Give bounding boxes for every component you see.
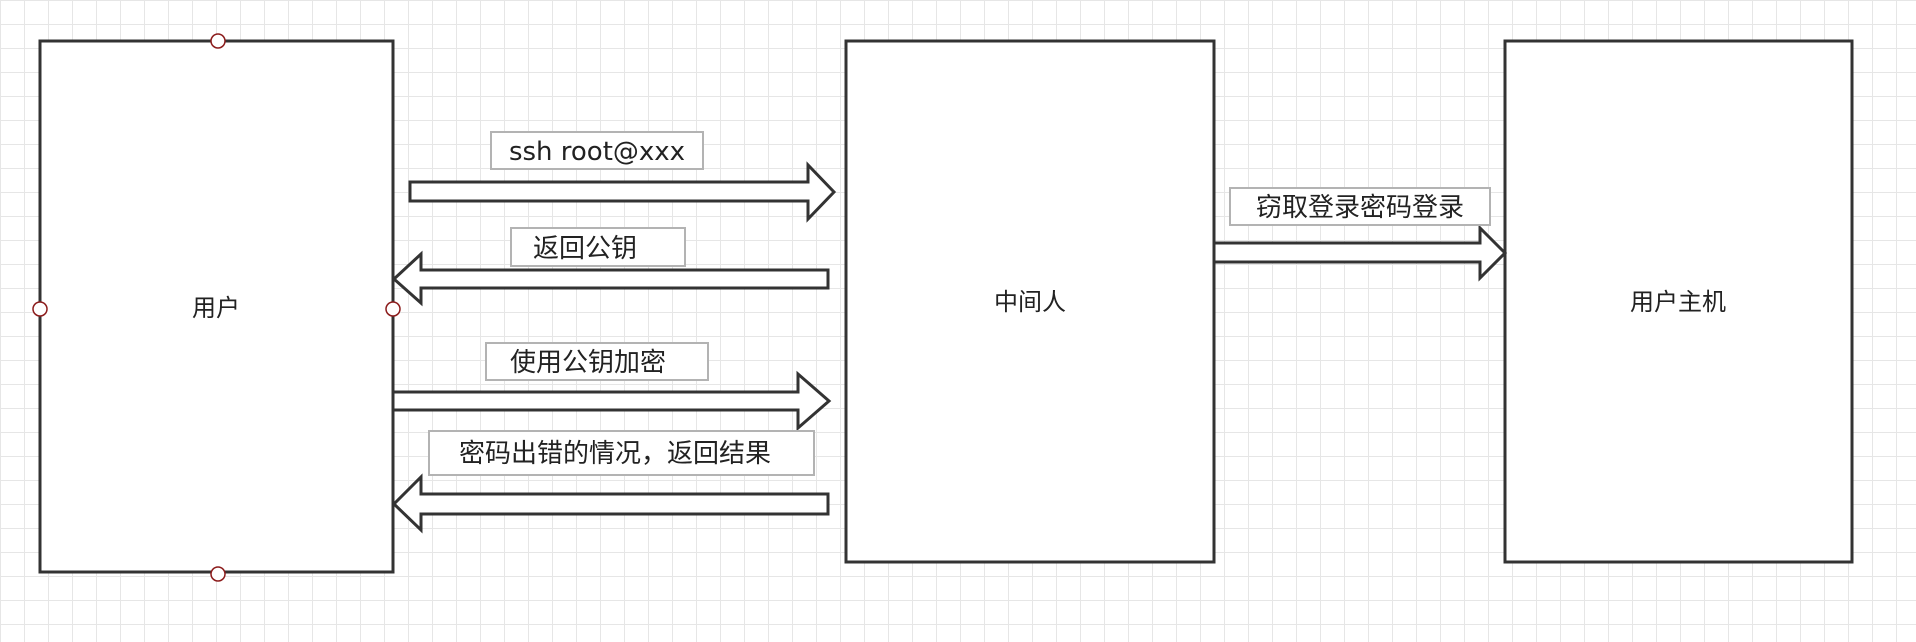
- label-box-encrypt: [485, 342, 709, 381]
- user-host-node[interactable]: 用户主机: [1503, 39, 1854, 564]
- label-box-ssh: [490, 131, 704, 170]
- edge-encrypt[interactable]: 使用公钥加密: [391, 342, 832, 432]
- middleman-node[interactable]: 中间人: [844, 39, 1216, 564]
- label-box-public-key: [510, 227, 686, 267]
- middleman-label: 中间人: [994, 288, 1066, 316]
- edge-ssh-request[interactable]: ssh root@xxx: [408, 131, 837, 223]
- arrow-right-ssh[interactable]: [408, 161, 837, 223]
- edge-password-error[interactable]: 密码出错的情况，返回结果: [391, 430, 830, 534]
- label-steal: 窃取登录密码登录: [1256, 193, 1464, 223]
- edge-return-public-key[interactable]: 返回公钥: [391, 227, 830, 307]
- selection-handles[interactable]: [32, 33, 401, 582]
- label-encrypt: 使用公钥加密: [510, 348, 666, 378]
- handle-top[interactable]: [210, 33, 226, 49]
- user-node[interactable]: 用户: [38, 39, 395, 574]
- user-host-label: 用户主机: [1630, 288, 1726, 316]
- arrow-right-steal[interactable]: [1212, 224, 1508, 282]
- handle-right[interactable]: [385, 301, 401, 317]
- label-public-key: 返回公钥: [533, 234, 637, 264]
- label-box-password-error: [428, 430, 815, 476]
- user-label: 用户: [192, 294, 240, 322]
- label-box-steal: [1229, 187, 1491, 226]
- handle-left[interactable]: [32, 301, 48, 317]
- label-password-error: 密码出错的情况，返回结果: [459, 439, 771, 469]
- arrow-right-encrypt[interactable]: [391, 370, 832, 432]
- arrow-left-public-key[interactable]: [391, 250, 830, 307]
- edge-steal-password[interactable]: 窃取登录密码登录: [1212, 187, 1508, 282]
- arrow-left-password-error[interactable]: [391, 473, 830, 534]
- middleman-box[interactable]: [844, 39, 1216, 564]
- label-ssh: ssh root@xxx: [509, 137, 685, 167]
- handle-bottom[interactable]: [210, 566, 226, 582]
- user-box[interactable]: [38, 39, 395, 574]
- user-host-box[interactable]: [1503, 39, 1854, 564]
